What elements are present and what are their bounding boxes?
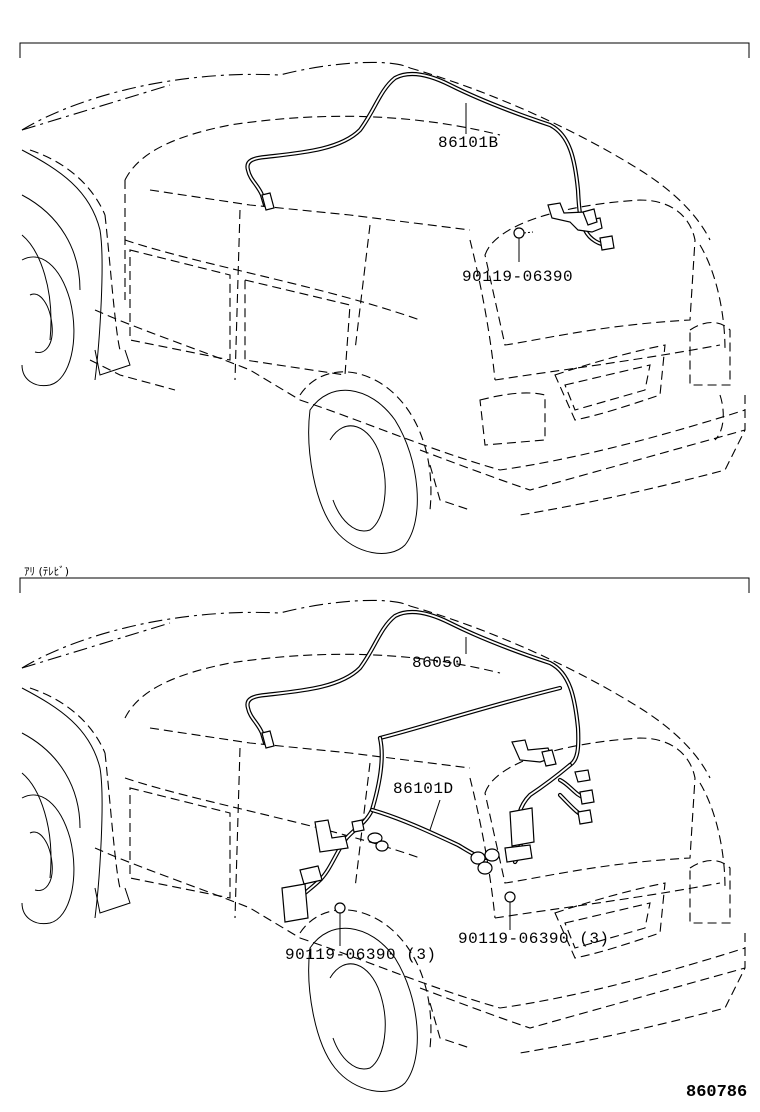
vehicle-outline-top bbox=[22, 62, 745, 553]
bolt-bottom-right bbox=[505, 892, 515, 930]
callout-86101D: 86101D bbox=[393, 780, 454, 798]
harness-86101D bbox=[282, 738, 594, 922]
top-panel bbox=[20, 43, 749, 553]
callout-bolt-bottom-right: 90119-06390 (3) bbox=[458, 930, 610, 948]
callout-86101B: 86101B bbox=[438, 134, 499, 152]
bolt-bottom-left bbox=[335, 903, 345, 946]
diagram-id: 860786 bbox=[686, 1083, 748, 1102]
callout-86050: 86050 bbox=[412, 654, 463, 672]
vehicle-outline-bottom bbox=[22, 600, 745, 1091]
top-panel-frame bbox=[20, 43, 749, 58]
antenna-cord-86050 bbox=[247, 612, 578, 765]
callout-bolt-top: 90119-06390 bbox=[462, 268, 574, 286]
leader-86101D bbox=[430, 800, 440, 830]
section-label: ｱﾘ (ﾃﾚﾋﾞ) bbox=[24, 565, 70, 578]
harness-86101B bbox=[247, 74, 614, 250]
bolt-top bbox=[514, 228, 533, 262]
bottom-panel-frame bbox=[20, 578, 749, 593]
callout-bolt-bottom-left: 90119-06390 (3) bbox=[285, 946, 437, 964]
bottom-panel bbox=[20, 578, 749, 1091]
